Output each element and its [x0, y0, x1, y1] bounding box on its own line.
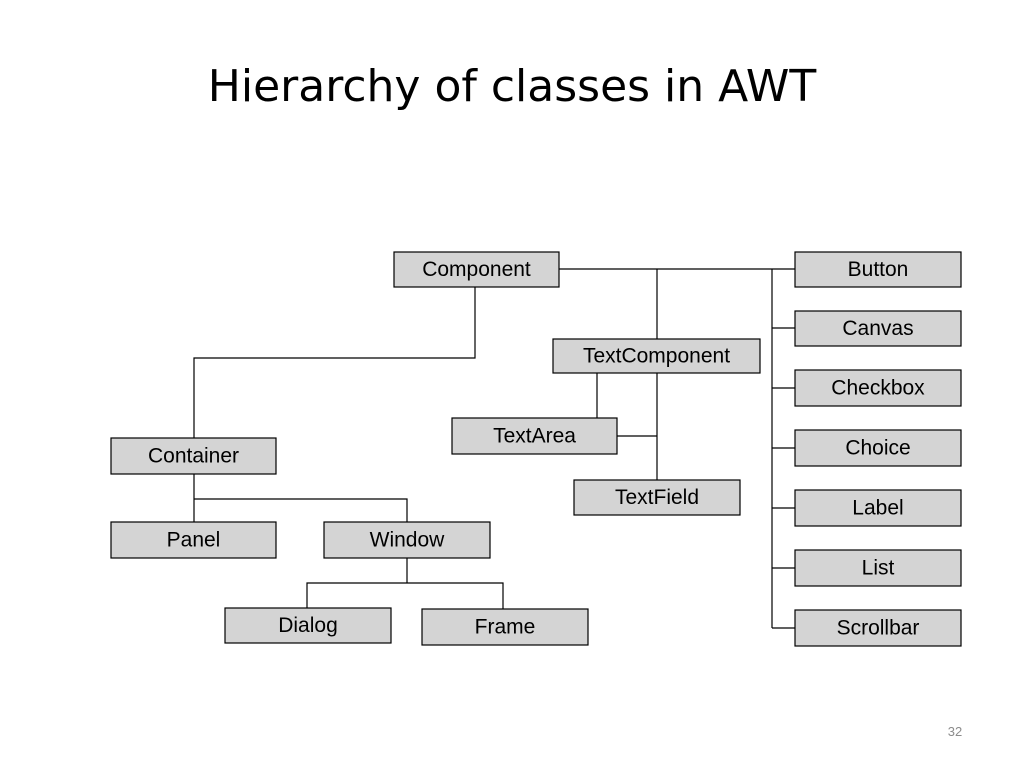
node-box: [393, 251, 560, 288]
node-textcomponent: TextComponent: [552, 338, 761, 374]
node-label: Button: [848, 258, 909, 281]
node-box: [794, 609, 962, 647]
node-canvas: Canvas: [794, 310, 962, 347]
node-box: [794, 429, 962, 467]
node-label: List: [862, 557, 895, 580]
node-label-class: Label: [794, 489, 962, 527]
node-dialog: Dialog: [224, 607, 392, 644]
node-box: [421, 608, 589, 646]
node-label: Checkbox: [831, 377, 925, 400]
node-list: List: [794, 549, 962, 587]
node-label: Scrollbar: [837, 617, 920, 640]
node-label: TextField: [615, 486, 699, 509]
edge-container-window: [194, 498, 408, 522]
edge-component-container: [193, 287, 476, 438]
node-checkbox: Checkbox: [794, 369, 962, 407]
page-number: 32: [947, 724, 963, 739]
node-frame: Frame: [421, 608, 589, 646]
slide-title: Hierarchy of classes in AWT: [207, 61, 817, 112]
node-label: Panel: [167, 529, 221, 552]
node-textarea: TextArea: [451, 417, 618, 455]
node-box: [794, 251, 962, 288]
node-box: [573, 479, 741, 516]
node-label: TextArea: [493, 425, 576, 448]
node-label: Window: [370, 529, 446, 552]
node-box: [110, 521, 277, 559]
node-window: Window: [323, 521, 491, 559]
node-label: Label: [852, 497, 903, 520]
node-box: [794, 489, 962, 527]
node-textfield: TextField: [573, 479, 741, 516]
node-button: Button: [794, 251, 962, 288]
node-box: [451, 417, 618, 455]
node-label: TextComponent: [583, 345, 730, 368]
node-panel: Panel: [110, 521, 277, 559]
edge-window-dialog: [306, 582, 504, 609]
node-label: Choice: [845, 437, 910, 460]
node-label: Component: [422, 258, 531, 281]
node-box: [323, 521, 491, 559]
node-container: Container: [110, 437, 277, 475]
node-scrollbar: Scrollbar: [794, 609, 962, 647]
node-box: [552, 338, 761, 374]
node-box: [224, 607, 392, 644]
node-box: [794, 310, 962, 347]
node-box: [110, 437, 277, 475]
node-component: Component: [393, 251, 560, 288]
node-label: Frame: [475, 616, 536, 639]
node-choice: Choice: [794, 429, 962, 467]
node-label: Canvas: [842, 317, 913, 340]
node-label: Container: [148, 445, 239, 468]
node-label: Dialog: [278, 614, 338, 637]
node-box: [794, 369, 962, 407]
diagram-connectors: [193, 268, 795, 629]
node-box: [794, 549, 962, 587]
